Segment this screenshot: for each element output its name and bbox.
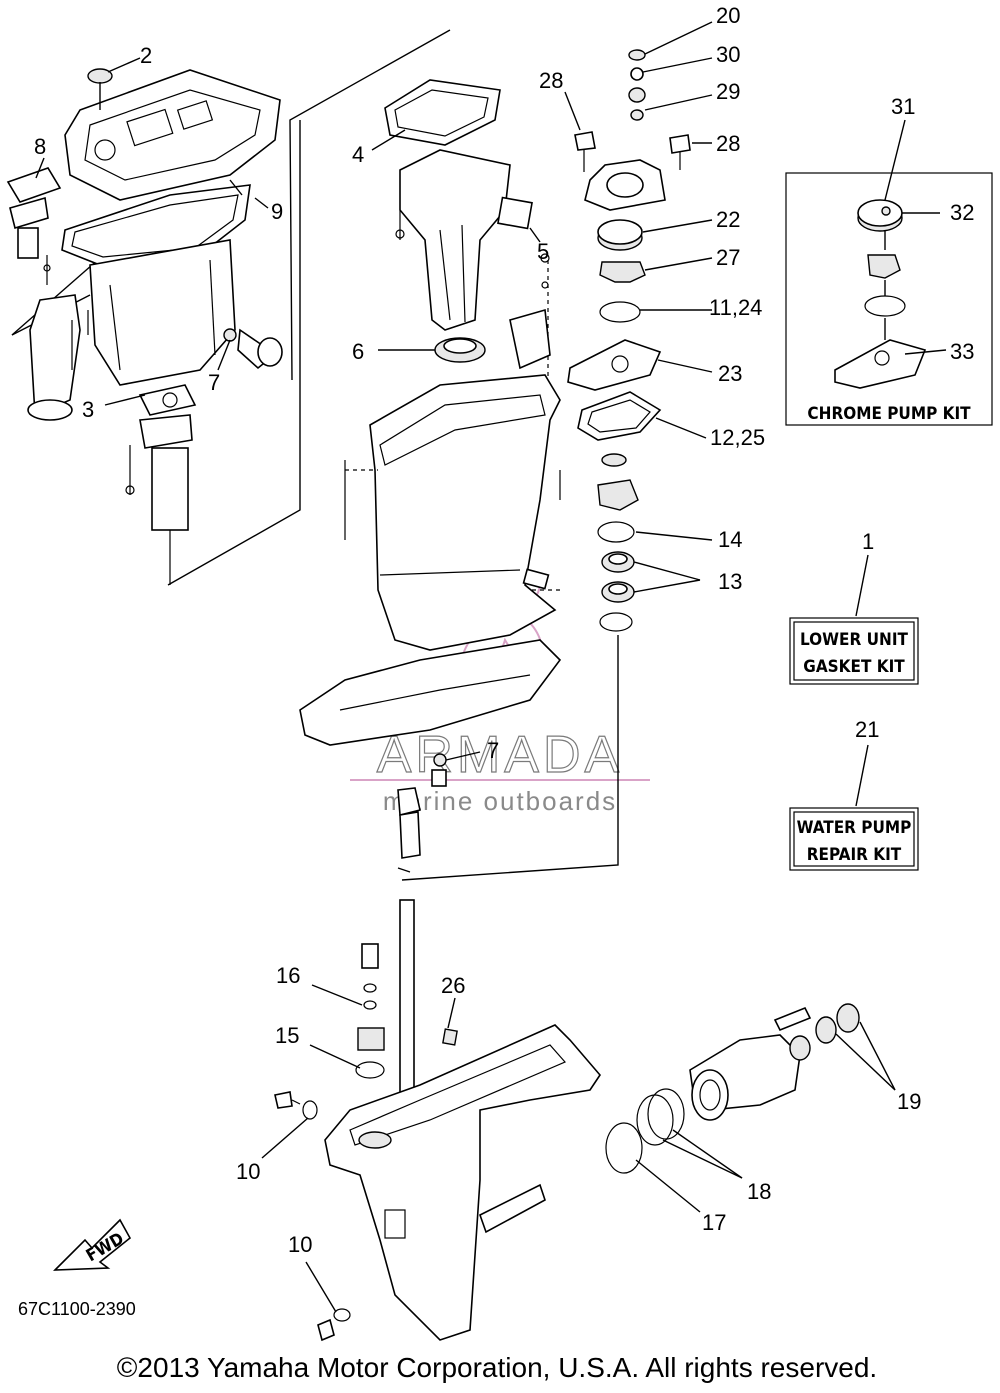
callout-11-24: 11,24 [709,295,762,320]
callout-15: 15 [275,1023,299,1048]
callout-28a: 28 [539,68,563,93]
callout-6: 6 [352,339,364,364]
callout-1: 1 [862,529,874,554]
callout-8: 8 [34,134,46,159]
plate-part-23 [567,339,662,391]
gasket-part-12 [577,391,662,441]
callout-19: 19 [897,1089,921,1114]
callout-32: 32 [950,200,974,225]
callout-17: 17 [702,1210,726,1235]
watermark-brand: ARMADA [377,726,623,784]
gasket-part-4 [384,79,501,146]
callout-27: 27 [716,245,740,270]
water-pump-repair-kit-line1: WATER PUMP [797,818,912,838]
lower-case [274,1003,860,1342]
lower-unit-gasket-kit-box: LOWER UNIT GASKET KIT [789,617,919,685]
callout-22: 22 [716,207,740,232]
water-pump-repair-kit-line2: REPAIR KIT [807,845,902,865]
watermark-tagline: marine outboards [383,786,617,816]
callout-18: 18 [747,1179,771,1204]
lower-unit-gasket-kit-line2: GASKET KIT [803,657,905,677]
copyright-notice: ©2013 Yamaha Motor Corporation, U.S.A. A… [117,1352,877,1383]
callout-4: 4 [352,142,364,167]
gasket-part-3 [138,384,197,416]
bracket-part-8 [6,167,62,203]
callout-10b: 10 [288,1232,312,1257]
water-pump-repair-kit-box: WATER PUMP REPAIR KIT [789,807,919,871]
upper-housing [89,239,236,386]
callout-7-lower: 7 [487,738,499,763]
callout-9: 9 [271,199,283,224]
impeller-part-27 [599,261,646,283]
upper-cover [64,69,281,201]
callout-3: 3 [82,397,94,422]
leader-lines [35,21,947,1313]
drive-shaft-group [355,787,458,1096]
fwd-arrow-icon: FWD [52,1218,132,1271]
callout-numbers: 2 8 9 3 7 4 5 6 20 30 29 28 28 22 27 11,… [34,3,974,1257]
damper-part-5 [497,196,533,230]
chrome-pump-kit-label: CHROME PUMP KIT [807,404,971,424]
callout-13: 13 [718,569,742,594]
water-pump-stack [401,49,691,881]
callout-5: 5 [537,239,549,264]
o-ring-part-14 [597,521,635,543]
callout-12-25: 12,25 [710,425,765,450]
exhaust-guide [399,149,511,331]
callout-21: 21 [855,717,879,742]
callout-2: 2 [140,43,152,68]
o-ring-part-11 [599,301,641,323]
drive-shaft-housing [299,308,562,746]
callout-28b: 28 [716,131,740,156]
exhaust-guide-group [384,79,550,395]
callout-23: 23 [718,361,742,386]
callout-30: 30 [716,42,740,67]
callout-26: 26 [441,973,465,998]
diagram-code: 67C1100-2390 [18,1299,136,1319]
callout-31: 31 [891,94,915,119]
callout-20: 20 [716,3,740,28]
upper-casing-group [6,29,451,586]
lower-unit-gasket-kit-line1: LOWER UNIT [800,630,908,650]
callout-16: 16 [276,963,300,988]
callout-7: 7 [208,370,220,395]
callout-33: 33 [950,339,974,364]
callout-14: 14 [718,527,742,552]
exhaust-pipe [29,294,81,417]
callout-10a: 10 [236,1159,260,1184]
chrome-pump-kit-box: CHROME PUMP KIT [785,172,993,426]
drive-shaft [399,899,415,1096]
watermark: ARMADA marine outboards [350,561,650,816]
callout-29: 29 [716,79,740,104]
